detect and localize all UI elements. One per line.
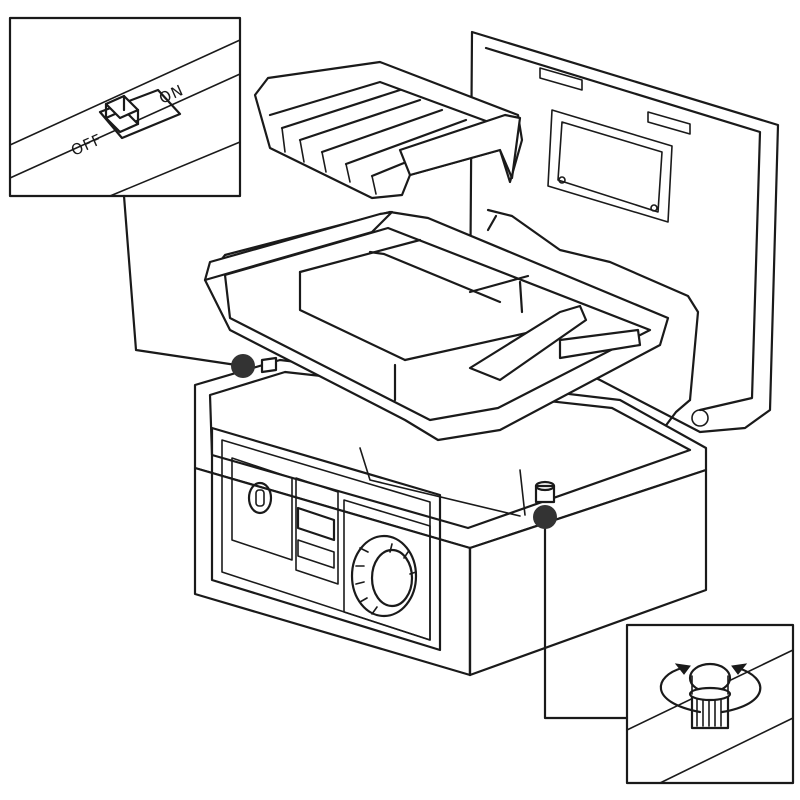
knob-leader-line — [543, 515, 629, 720]
key-callout — [625, 623, 795, 785]
switch-marker-dot — [231, 354, 255, 378]
switch-leader-line — [122, 194, 245, 368]
slide-switch-icon — [98, 88, 182, 140]
rotating-knob-icon — [659, 662, 762, 730]
knob-marker-dot — [533, 505, 557, 529]
note-tray — [253, 60, 524, 200]
coin-tray — [203, 210, 670, 442]
switch-callout: ON OFF — [8, 16, 242, 198]
box-body — [193, 356, 708, 677]
